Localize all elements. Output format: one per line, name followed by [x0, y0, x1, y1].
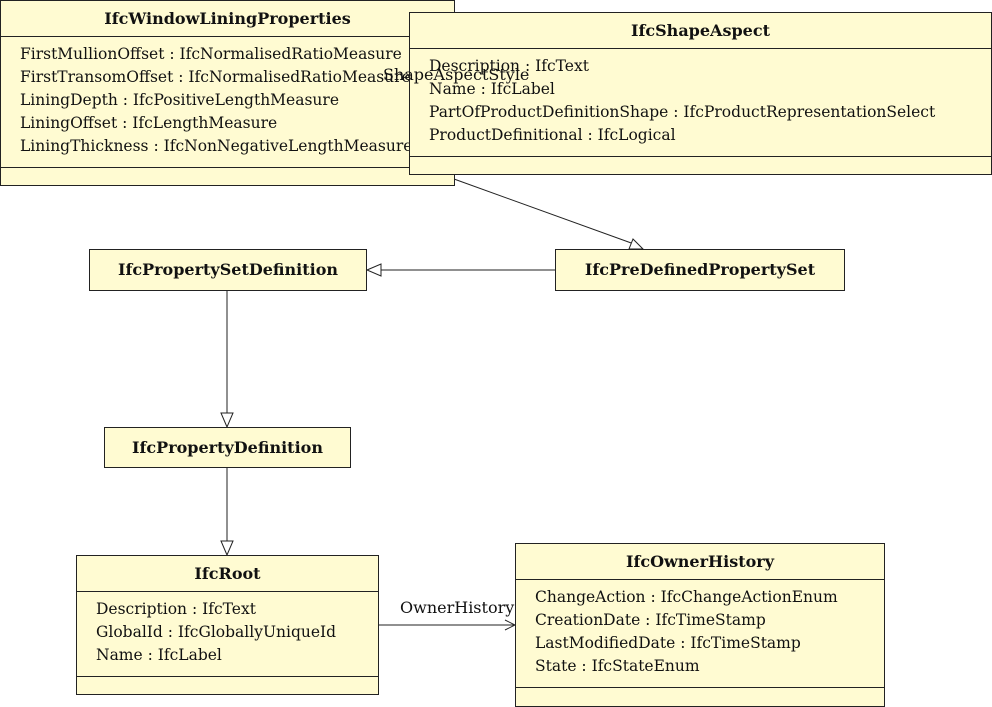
- generalization-arrowhead: [220, 412, 234, 429]
- attribute: Description : IfcText: [96, 600, 256, 618]
- attribute-list: Description : IfcText Name : IfcLabel Pa…: [410, 49, 991, 151]
- attribute: Description : IfcText: [429, 57, 589, 75]
- generalization-arrowhead: [365, 263, 382, 277]
- class-name: IfcRoot: [77, 556, 378, 592]
- attribute: FirstMullionOffset : IfcNormalisedRatioM…: [20, 45, 402, 63]
- attribute: LiningOffset : IfcLengthMeasure: [20, 114, 278, 132]
- attribute: LastModifiedDate : IfcTimeStamp: [535, 634, 801, 652]
- attribute: State : IfcStateEnum: [535, 657, 700, 675]
- edge-label-shapeaspectstyle: ShapeAspectStyle: [383, 65, 530, 84]
- class-name: IfcPropertySetDefinition: [117, 260, 339, 279]
- class-ifcwindowliningproperties[interactable]: IfcWindowLiningProperties FirstMullionOf…: [0, 0, 455, 186]
- attribute-list: Description : IfcText GlobalId : IfcGlob…: [77, 592, 378, 671]
- generalization-arrowhead: [220, 540, 234, 557]
- class-ifcpredefinedpropertyset[interactable]: IfcPreDefinedPropertySet: [555, 249, 845, 291]
- generalization-arrowhead: [628, 238, 645, 250]
- attribute: PartOfProductDefinitionShape : IfcProduc…: [429, 103, 936, 121]
- edge-windowlining-to-predefined: [453, 178, 635, 245]
- attribute: LiningDepth : IfcPositiveLengthMeasure: [20, 91, 339, 109]
- class-name: IfcPreDefinedPropertySet: [584, 260, 816, 279]
- attribute: LiningThickness : IfcNonNegativeLengthMe…: [20, 137, 413, 155]
- attribute-list: ChangeAction : IfcChangeActionEnum Creat…: [516, 580, 884, 682]
- class-name: IfcShapeAspect: [410, 13, 991, 49]
- class-ifcpropertysetdefinition[interactable]: IfcPropertySetDefinition: [89, 249, 367, 291]
- attribute-list: FirstMullionOffset : IfcNormalisedRatioM…: [1, 37, 454, 162]
- edge-label-ownerhistory: OwnerHistory: [400, 598, 515, 617]
- attribute: FirstTransomOffset : IfcNormalisedRatioM…: [20, 68, 411, 86]
- class-name: IfcOwnerHistory: [516, 544, 884, 580]
- class-name: IfcWindowLiningProperties: [1, 1, 454, 37]
- attribute: Name : IfcLabel: [96, 646, 222, 664]
- class-ifcshapeaspect[interactable]: IfcShapeAspect Description : IfcText Nam…: [409, 12, 992, 175]
- attribute: ProductDefinitional : IfcLogical: [429, 126, 676, 144]
- operations-compartment: [1, 167, 454, 168]
- attribute: CreationDate : IfcTimeStamp: [535, 611, 766, 629]
- operations-compartment: [410, 156, 991, 157]
- attribute: GlobalId : IfcGloballyUniqueId: [96, 623, 337, 641]
- attribute: Name : IfcLabel: [429, 80, 555, 98]
- class-ifcroot[interactable]: IfcRoot Description : IfcText GlobalId :…: [76, 555, 379, 695]
- class-ifcownerhistory[interactable]: IfcOwnerHistory ChangeAction : IfcChange…: [515, 543, 885, 707]
- class-ifcpropertydefinition[interactable]: IfcPropertyDefinition: [104, 427, 351, 468]
- class-name: IfcPropertyDefinition: [132, 437, 323, 457]
- operations-compartment: [516, 687, 884, 688]
- attribute: ChangeAction : IfcChangeActionEnum: [535, 588, 838, 606]
- operations-compartment: [77, 676, 378, 677]
